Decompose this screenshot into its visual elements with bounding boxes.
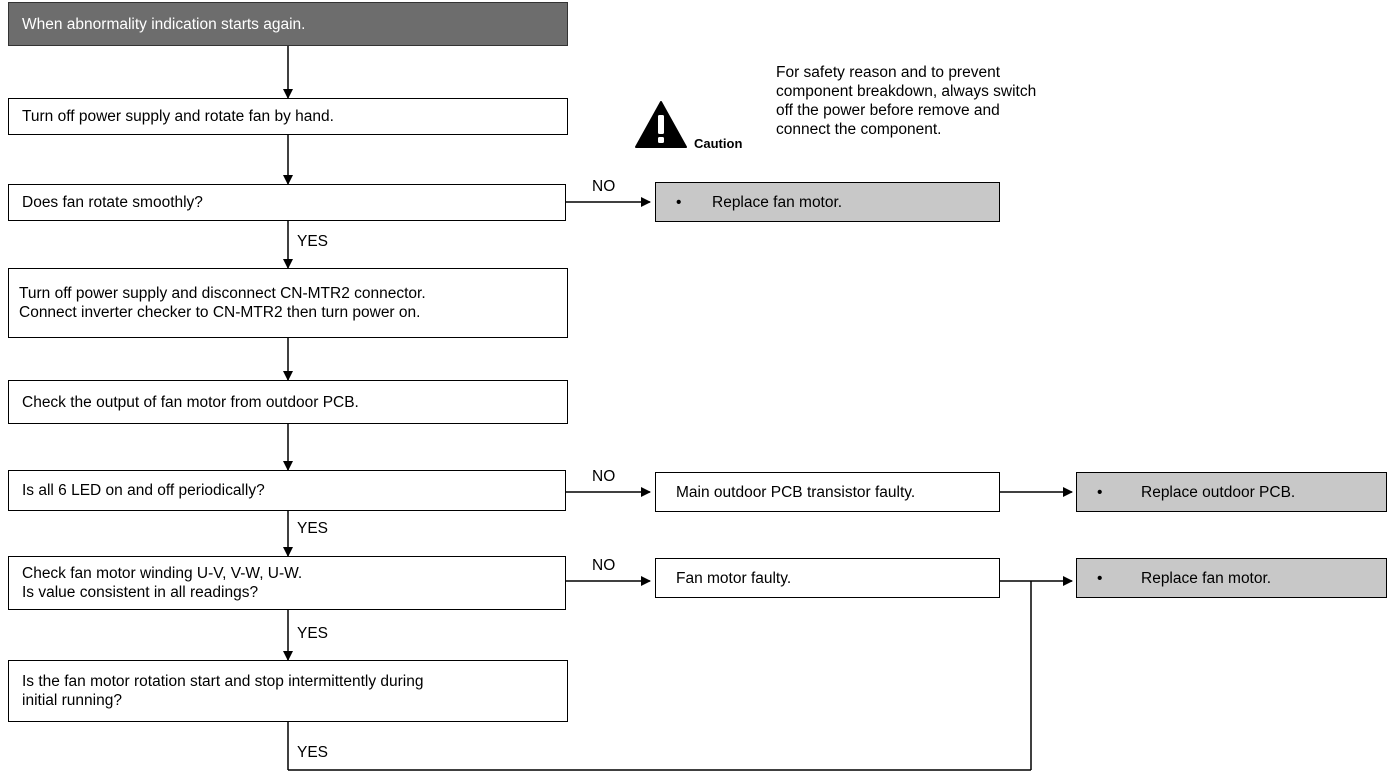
outcome-fan-motor-faulty-text: Fan motor faulty. [676,569,792,587]
caution-message: For safety reason and to prevent compone… [776,63,1036,139]
label-no-1: NO [592,178,616,195]
outcome-fan-motor-faulty: Fan motor faulty. [655,558,1000,598]
bullet-glyph: • [1097,483,1103,501]
step-rotate-smoothly-text: Does fan rotate smoothly? [22,194,203,211]
caution-line1: For safety reason and to prevent [776,64,1001,81]
label-no-2: NO [592,468,616,485]
caution-line4: connect the component. [776,121,942,138]
outcome-replace-outdoor-pcb: • Replace outdoor PCB. [1076,472,1387,512]
outcome-replace-fan-motor-1-text: Replace fan motor. [712,193,843,211]
label-yes-3: YES [297,625,329,642]
outcome-replace-outdoor-pcb-text: Replace outdoor PCB. [1141,483,1296,501]
caution-line2: component breakdown, always switch [776,83,1037,100]
bullet-glyph: • [676,193,682,211]
step-disconnect-connector: Turn off power supply and disconnect CN-… [8,268,568,338]
caution-label: Caution [694,136,743,151]
step-intermittent-line2: initial running? [22,692,122,709]
start-box: When abnormality indication starts again… [8,2,568,46]
outcome-pcb-transistor-faulty: Main outdoor PCB transistor faulty. [655,472,1000,512]
step-check-output-text: Check the output of fan motor from outdo… [22,393,359,411]
step-winding-check: Check fan motor winding U-V, V-W, U-W. I… [8,556,566,610]
step-led-check-text: Is all 6 LED on and off periodically? [22,482,265,499]
step-winding-line1: Check fan motor winding U-V, V-W, U-W. [22,565,303,582]
caution-line3: off the power before remove and [776,102,1000,119]
step-winding-line2: Is value consistent in all readings? [22,584,259,601]
step-rotate-smoothly: Does fan rotate smoothly? [8,184,566,221]
label-yes-2: YES [297,520,329,537]
outcome-replace-fan-motor-1: • Replace fan motor. [655,182,1000,222]
warning-triangle-icon [635,101,687,148]
step-intermittent-rotation: Is the fan motor rotation start and stop… [8,660,568,722]
step-intermittent-line1: Is the fan motor rotation start and stop… [22,673,424,690]
start-text: When abnormality indication starts again… [22,15,306,33]
step-rotate-fan-text: Turn off power supply and rotate fan by … [22,108,334,125]
step-led-check: Is all 6 LED on and off periodically? [8,470,566,511]
outcome-pcb-transistor-faulty-text: Main outdoor PCB transistor faulty. [676,483,916,501]
outcome-replace-fan-motor-2-text: Replace fan motor. [1141,569,1272,587]
label-no-3: NO [592,557,616,574]
step-disconnect-line2: Connect inverter checker to CN-MTR2 then… [19,304,421,321]
step-rotate-fan: Turn off power supply and rotate fan by … [8,98,568,135]
label-yes-4: YES [297,744,329,761]
step-disconnect-line1: Turn off power supply and disconnect CN-… [19,285,426,302]
label-yes-1: YES [297,233,329,250]
step-check-output: Check the output of fan motor from outdo… [8,380,568,424]
outcome-replace-fan-motor-2: • Replace fan motor. [1076,558,1387,598]
bullet-glyph: • [1097,569,1103,587]
